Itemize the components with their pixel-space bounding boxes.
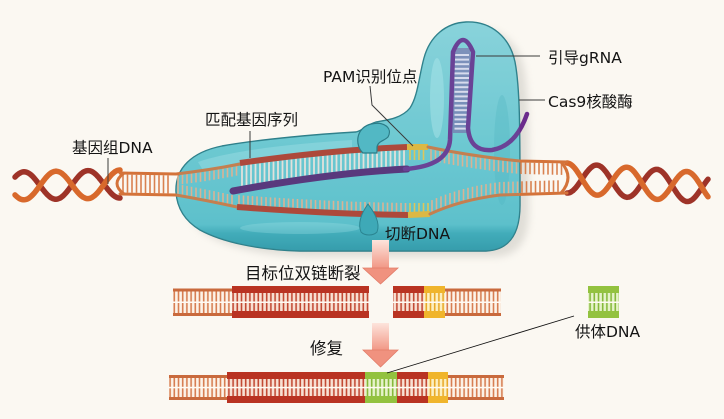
- dna-unwind-end-left: [115, 171, 125, 196]
- arrow-head: [361, 267, 400, 285]
- cas9-highlight: [430, 58, 444, 138]
- cas9-highlight: [198, 140, 352, 172]
- label-double-strand-break: 目标位双链断裂: [245, 264, 361, 283]
- dna-rail: [173, 313, 232, 316]
- guide-rna-scaffold: [402, 37, 530, 172]
- label-donor-dna: 供体DNA: [575, 323, 641, 341]
- dna-top-strand: [118, 162, 242, 176]
- dna-midline: [173, 301, 369, 303]
- dna-midline: [169, 386, 504, 389]
- dna-bottom-strand: [118, 192, 239, 209]
- donor-segment-rail: [365, 372, 397, 379]
- broken-dna-left-fragment: [173, 286, 369, 318]
- label-genomic-dna: 基因组DNA: [72, 139, 153, 157]
- target-segment-rail: [232, 286, 369, 293]
- target-segment-rail: [397, 396, 428, 403]
- dna-rail: [173, 288, 232, 292]
- arrow-shaft: [372, 240, 389, 269]
- broken-dna-right-fragment: [393, 286, 501, 318]
- matching-sequence-bottom-strand: [236, 204, 409, 218]
- donor-segment-rail: [588, 286, 619, 293]
- cleavage-domain: [359, 203, 379, 236]
- donor-segment-rail: [588, 311, 619, 318]
- arrow-head: [362, 349, 399, 368]
- matching-sequence-top-strand: [239, 144, 408, 166]
- label-guide-rna: 引导gRNA: [548, 49, 622, 67]
- leader-donor-dna: [386, 315, 575, 374]
- dna-bottom-strand: [428, 191, 569, 216]
- repaired-dna: [169, 372, 504, 403]
- leader-pam-site: [369, 85, 414, 147]
- dna-rail: [169, 397, 227, 400]
- helix-strand-orange: [564, 160, 711, 203]
- down-arrow-cut: [361, 240, 400, 285]
- genomic-dna-left-helix: [12, 167, 123, 203]
- target-segment-rail: [393, 286, 424, 293]
- pam-site-bottom: [407, 211, 431, 218]
- dna-top-strand: [426, 145, 569, 164]
- target-segment-rail: [397, 372, 428, 379]
- label-matching-sequence: 匹配基因序列: [205, 111, 298, 129]
- pam-segment-rail: [424, 286, 445, 293]
- dna-midline: [588, 301, 619, 303]
- dna-unwind-end-right: [559, 160, 570, 195]
- guide-rna-spacer: [229, 165, 411, 195]
- arrow-shaft: [372, 323, 389, 351]
- dna-midline: [393, 301, 501, 303]
- cas9-shade: [494, 95, 510, 205]
- dna-rail: [169, 375, 227, 378]
- down-arrow-repair: [362, 323, 399, 368]
- dna-rail: [448, 375, 504, 378]
- cas9-highlight: [240, 222, 360, 234]
- helix-strand-orange: [12, 167, 123, 203]
- dna-rail: [445, 313, 501, 316]
- pam-segment-rail: [424, 311, 445, 318]
- donor-segment-rail: [365, 396, 397, 403]
- target-segment-rail: [227, 372, 365, 379]
- dna-rail: [448, 397, 504, 400]
- dna-base-pairs: [122, 149, 563, 212]
- target-segment-rail: [393, 311, 424, 318]
- target-segment-rail: [227, 396, 365, 403]
- donor-dna-fragment: [588, 286, 619, 318]
- label-repair: 修复: [310, 339, 343, 358]
- pam-interacting-lobe: [357, 122, 390, 154]
- label-cas9-nuclease: Cas9核酸酶: [548, 93, 633, 111]
- target-segment-rail: [232, 311, 369, 318]
- genomic-dna-right-helix: [564, 160, 711, 205]
- cas9-body-tint: [175, 21, 520, 251]
- label-cut-dna: 切断DNA: [385, 225, 451, 243]
- pam-segment-rail: [428, 372, 448, 379]
- pam-segment-rail: [428, 396, 448, 403]
- dna-rail: [445, 288, 501, 292]
- helix-strand-dark: [564, 162, 711, 205]
- label-pam-site: PAM识别位点: [323, 68, 417, 86]
